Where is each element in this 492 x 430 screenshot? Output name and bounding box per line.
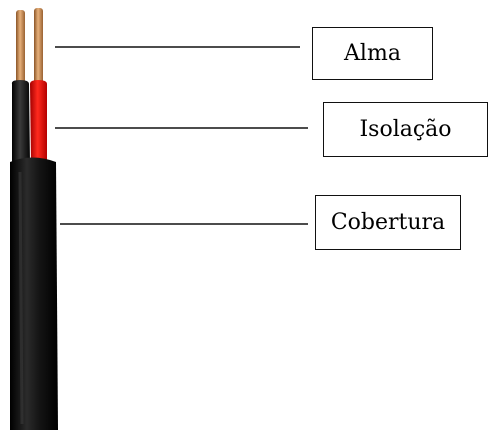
label-isolacao-text: Isolação — [359, 116, 452, 142]
label-alma-text: Alma — [344, 40, 401, 66]
label-alma: Alma — [312, 27, 433, 80]
outer-sheath — [10, 157, 58, 430]
black-insulated-wire — [11, 80, 30, 164]
label-isolacao: Isolação — [323, 102, 488, 157]
copper-conductors — [16, 8, 43, 86]
insulated-wires — [11, 80, 47, 164]
label-cobertura-text: Cobertura — [330, 209, 446, 235]
sheath-highlight — [18, 171, 24, 425]
red-insulated-wire — [30, 80, 47, 164]
sheath-body — [10, 157, 58, 430]
label-cobertura: Cobertura — [315, 195, 461, 250]
copper-conductor-left — [16, 10, 25, 86]
copper-conductor-right — [34, 8, 43, 86]
